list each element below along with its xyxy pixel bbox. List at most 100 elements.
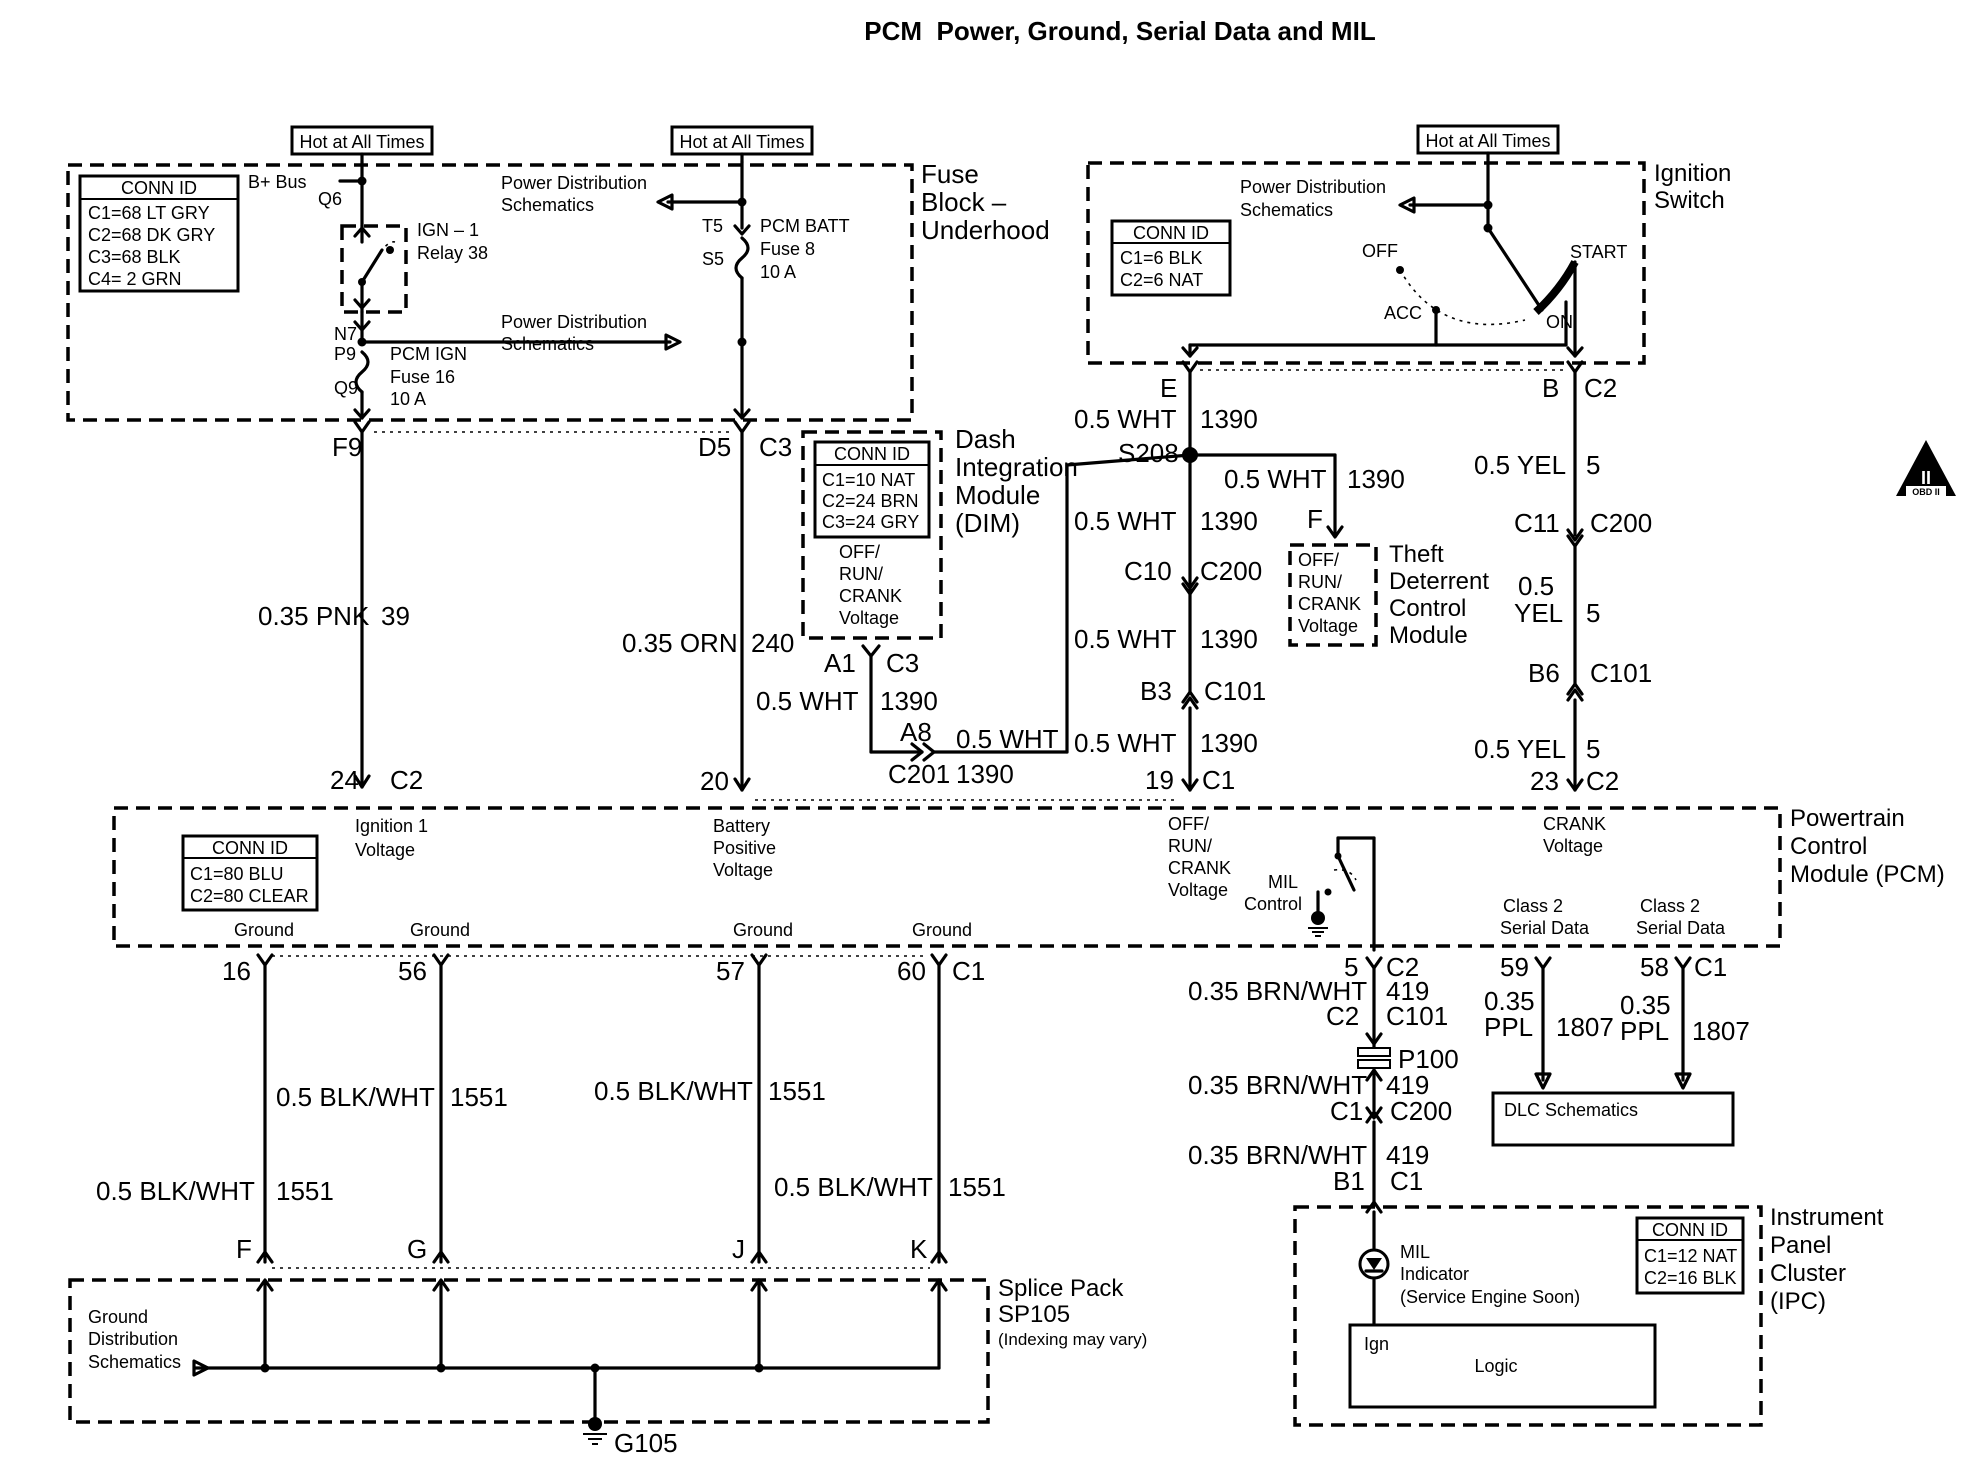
svg-text:Control: Control bbox=[1244, 894, 1302, 914]
splice-pack-title: Splice Pack SP105 (Indexing may vary) bbox=[998, 1275, 1147, 1349]
svg-text:0.35: 0.35 bbox=[1620, 990, 1671, 1020]
svg-text:Q6: Q6 bbox=[318, 189, 342, 209]
svg-text:START: START bbox=[1570, 242, 1627, 262]
ignition-switch-outline bbox=[1086, 161, 1646, 365]
svg-text:B: B bbox=[1542, 373, 1559, 403]
dim-outline bbox=[801, 430, 943, 640]
svg-text:Ground: Ground bbox=[88, 1307, 148, 1327]
svg-text:Power Distribution: Power Distribution bbox=[501, 312, 647, 332]
svg-text:P100: P100 bbox=[1398, 1044, 1459, 1074]
svg-text:Theft: Theft bbox=[1389, 541, 1444, 568]
svg-text:C1=80 BLU: C1=80 BLU bbox=[190, 864, 284, 884]
svg-text:1551: 1551 bbox=[948, 1172, 1006, 1202]
svg-text:60: 60 bbox=[897, 956, 926, 986]
svg-text:Ignition 1: Ignition 1 bbox=[355, 816, 428, 836]
svg-text:Power Distribution: Power Distribution bbox=[501, 173, 647, 193]
svg-text:Schematics: Schematics bbox=[501, 334, 594, 354]
ipc-conn-id: CONN ID C1=12 NAT C2=16 BLK bbox=[1635, 1216, 1745, 1295]
svg-text:0.35 PNK: 0.35 PNK bbox=[258, 601, 370, 631]
svg-text:G: G bbox=[407, 1234, 427, 1264]
svg-text:Voltage: Voltage bbox=[1543, 836, 1603, 856]
diagram-title: PCM Power, Ground, Serial Data and MIL bbox=[864, 16, 1376, 46]
pcm-conn-id: CONN ID C1=80 BLU C2=80 CLEAR bbox=[181, 834, 319, 912]
svg-text:C1=6 BLK: C1=6 BLK bbox=[1120, 248, 1203, 268]
svg-text:Ground: Ground bbox=[234, 920, 294, 940]
svg-text:C1: C1 bbox=[952, 956, 985, 986]
svg-text:0.5 WHT: 0.5 WHT bbox=[1074, 728, 1177, 758]
svg-text:(IPC): (IPC) bbox=[1770, 1288, 1826, 1315]
svg-text:Q9: Q9 bbox=[334, 378, 358, 398]
svg-text:0.5 BLK/WHT: 0.5 BLK/WHT bbox=[276, 1082, 435, 1112]
svg-text:1807: 1807 bbox=[1692, 1016, 1750, 1046]
svg-text:1551: 1551 bbox=[768, 1076, 826, 1106]
svg-text:CONN ID: CONN ID bbox=[212, 838, 288, 858]
svg-text:Schematics: Schematics bbox=[501, 195, 594, 215]
svg-text:Control: Control bbox=[1389, 595, 1466, 622]
svg-text:419: 419 bbox=[1386, 976, 1429, 1006]
svg-text:MIL: MIL bbox=[1268, 872, 1298, 892]
svg-text:Hot at All Times: Hot at All Times bbox=[299, 132, 424, 152]
svg-text:Serial Data: Serial Data bbox=[1636, 918, 1726, 938]
svg-text:CRANK: CRANK bbox=[1543, 814, 1606, 834]
svg-text:419: 419 bbox=[1386, 1070, 1429, 1100]
svg-text:19: 19 bbox=[1145, 765, 1174, 795]
svg-text:C200: C200 bbox=[1590, 508, 1652, 538]
svg-text:CRANK: CRANK bbox=[839, 586, 902, 606]
svg-text:CONN ID: CONN ID bbox=[121, 178, 197, 198]
svg-text:0.35 BRN/WHT: 0.35 BRN/WHT bbox=[1188, 1070, 1367, 1100]
svg-text:Voltage: Voltage bbox=[355, 840, 415, 860]
svg-text:C200: C200 bbox=[1200, 556, 1262, 586]
svg-text:C2: C2 bbox=[1586, 766, 1619, 796]
svg-text:Switch: Switch bbox=[1654, 187, 1725, 214]
svg-text:IGN – 1: IGN – 1 bbox=[417, 220, 479, 240]
svg-text:II: II bbox=[1921, 468, 1931, 488]
svg-text:D5: D5 bbox=[698, 432, 731, 462]
svg-text:C1: C1 bbox=[1202, 765, 1235, 795]
svg-text:Positive: Positive bbox=[713, 838, 776, 858]
svg-text:Powertrain: Powertrain bbox=[1790, 805, 1905, 832]
svg-text:C10: C10 bbox=[1124, 556, 1172, 586]
svg-text:(Service Engine Soon): (Service Engine Soon) bbox=[1400, 1287, 1580, 1307]
dim-conn-id: CONN ID C1=10 NAT C2=24 BRN C3=24 GRY bbox=[813, 440, 931, 539]
svg-text:Splice Pack: Splice Pack bbox=[998, 1275, 1124, 1302]
svg-text:OFF: OFF bbox=[1362, 241, 1398, 261]
svg-text:Distribution: Distribution bbox=[88, 1329, 178, 1349]
svg-text:C101: C101 bbox=[1204, 676, 1266, 706]
svg-text:PPL: PPL bbox=[1484, 1012, 1533, 1042]
svg-text:B+ Bus: B+ Bus bbox=[248, 172, 307, 192]
svg-text:Hot at All Times: Hot at All Times bbox=[679, 132, 804, 152]
svg-text:F: F bbox=[236, 1234, 252, 1264]
svg-text:Cluster: Cluster bbox=[1770, 1260, 1846, 1287]
svg-text:16: 16 bbox=[222, 956, 251, 986]
svg-text:ACC: ACC bbox=[1384, 303, 1422, 323]
svg-text:1390: 1390 bbox=[1200, 506, 1258, 536]
svg-text:0.5 YEL: 0.5 YEL bbox=[1474, 734, 1566, 764]
svg-text:0.5 BLK/WHT: 0.5 BLK/WHT bbox=[594, 1076, 753, 1106]
svg-text:B1: B1 bbox=[1333, 1166, 1365, 1196]
svg-text:Ign: Ign bbox=[1364, 1334, 1389, 1354]
pcm-title: Powertrain Control Module (PCM) bbox=[1790, 805, 1945, 888]
svg-text:PCM BATT: PCM BATT bbox=[760, 216, 850, 236]
svg-text:0.35 ORN: 0.35 ORN bbox=[622, 628, 738, 658]
svg-text:OFF/: OFF/ bbox=[1168, 814, 1209, 834]
svg-text:0.5 BLK/WHT: 0.5 BLK/WHT bbox=[774, 1172, 933, 1202]
svg-text:C2=80 CLEAR: C2=80 CLEAR bbox=[190, 886, 309, 906]
ipc-title: Instrument Panel Cluster (IPC) bbox=[1770, 1204, 1884, 1315]
svg-text:Voltage: Voltage bbox=[1168, 880, 1228, 900]
svg-text:Voltage: Voltage bbox=[839, 608, 899, 628]
svg-text:Class 2: Class 2 bbox=[1640, 896, 1700, 916]
svg-text:T5: T5 bbox=[702, 216, 723, 236]
svg-text:RUN/: RUN/ bbox=[1168, 836, 1212, 856]
svg-text:C2=24 BRN: C2=24 BRN bbox=[822, 491, 919, 511]
svg-text:0.5 WHT: 0.5 WHT bbox=[1074, 506, 1177, 536]
svg-text:C3: C3 bbox=[759, 432, 792, 462]
svg-text:1390: 1390 bbox=[1347, 464, 1405, 494]
svg-text:OBD II: OBD II bbox=[1912, 487, 1940, 497]
svg-text:0.5 WHT: 0.5 WHT bbox=[1074, 404, 1177, 434]
tdcm-outline bbox=[1288, 543, 1378, 647]
svg-text:20: 20 bbox=[700, 766, 729, 796]
svg-text:N7: N7 bbox=[334, 324, 357, 344]
svg-text:P9: P9 bbox=[334, 344, 356, 364]
svg-text:G105: G105 bbox=[614, 1428, 678, 1458]
svg-text:Module (PCM): Module (PCM) bbox=[1790, 861, 1945, 888]
